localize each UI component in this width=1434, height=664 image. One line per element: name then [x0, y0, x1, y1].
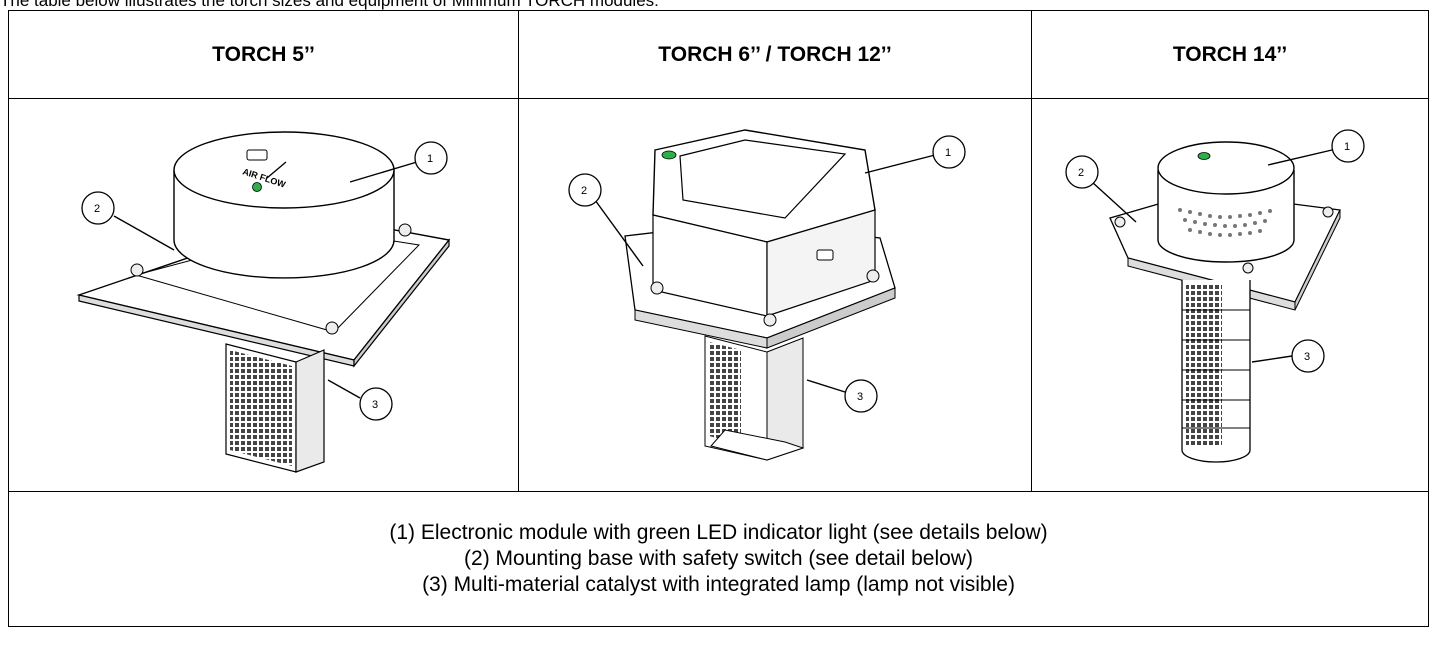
torch-14-illustration: 1 2 3	[1065, 129, 1365, 463]
callout-3: 3	[844, 379, 878, 413]
svg-text:1: 1	[945, 147, 951, 159]
svg-text:2: 2	[581, 185, 587, 197]
callout-1: 1	[932, 135, 966, 169]
legend-item-2: (2) Mounting base with safety switch (se…	[464, 547, 973, 570]
svg-text:2: 2	[1078, 167, 1084, 179]
green-led	[1197, 152, 1211, 160]
intro-text: The table below illustrates the torch si…	[0, 0, 659, 10]
screw	[763, 313, 777, 327]
callout-1: 1	[413, 141, 448, 175]
legend-row: (1) Electronic module with green LED ind…	[8, 491, 1429, 627]
green-led	[251, 182, 262, 192]
callout-2: 2	[1065, 155, 1099, 189]
catalyst-mesh	[1186, 285, 1222, 445]
screw	[650, 281, 664, 295]
catalyst-mesh	[229, 350, 292, 466]
callout-3: 3	[1291, 339, 1325, 373]
header-row: TORCH 5’’ TORCH 6’’ / TORCH 12’’ TORCH 1…	[8, 10, 1429, 99]
header-torch-5: TORCH 5’’	[8, 10, 519, 99]
green-led	[661, 150, 677, 160]
callout-3: 3	[358, 387, 393, 421]
screw	[866, 269, 880, 283]
callout-2: 2	[568, 173, 602, 207]
screw	[398, 223, 411, 237]
torch-5-cell: AIR FLOW 1 2 3	[8, 98, 519, 492]
torch-6-12-illustration: 1 2 3	[568, 129, 966, 461]
callout-1: 1	[1331, 129, 1365, 163]
header-torch-6-12: TORCH 6’’ / TORCH 12’’	[518, 10, 1032, 99]
svg-text:2: 2	[94, 203, 100, 215]
header-torch-14: TORCH 14’’	[1031, 10, 1429, 99]
svg-text:3: 3	[1304, 351, 1310, 363]
screw	[1322, 206, 1334, 218]
svg-text:1: 1	[427, 153, 433, 165]
catalyst-mesh	[709, 342, 741, 444]
screw	[130, 263, 143, 277]
torch-14-cell: 1 2 3	[1031, 98, 1429, 492]
torch-comparison-table: TORCH 5’’ TORCH 6’’ / TORCH 12’’ TORCH 1…	[8, 10, 1429, 627]
callout-2: 2	[80, 191, 115, 225]
legend-cell: (1) Electronic module with green LED ind…	[8, 491, 1429, 627]
image-row: AIR FLOW 1 2 3	[8, 98, 1429, 492]
screw	[325, 321, 338, 335]
electronic-module	[1157, 170, 1295, 263]
vent-holes	[1178, 208, 1272, 237]
legend-item-1: (1) Electronic module with green LED ind…	[389, 521, 1048, 544]
screw	[1242, 262, 1254, 274]
screw	[1114, 216, 1126, 228]
torch-5-illustration: AIR FLOW 1 2 3	[75, 131, 450, 473]
svg-text:3: 3	[857, 391, 863, 403]
svg-text:3: 3	[372, 399, 378, 411]
legend-item-3: (3) Multi-material catalyst with integra…	[422, 573, 1015, 596]
torch-6-12-cell: 1 2 3	[518, 98, 1032, 492]
svg-text:1: 1	[1344, 141, 1350, 153]
